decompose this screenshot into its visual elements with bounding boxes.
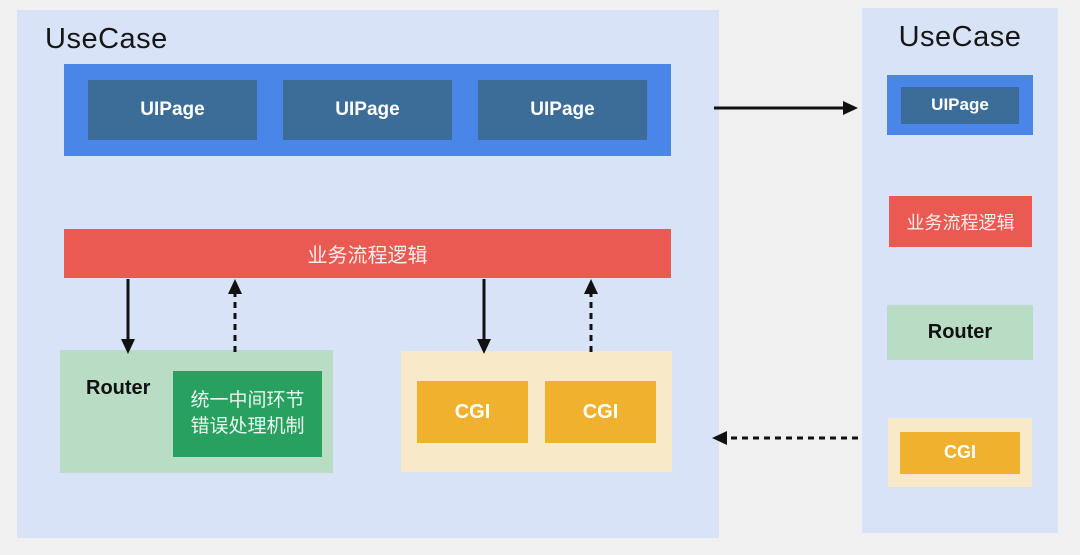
router-box: Router xyxy=(887,305,1033,360)
cgi-box: CGI xyxy=(545,381,656,443)
business-logic-box: 业务流程逻辑 xyxy=(889,196,1032,247)
error-handler-line: 错误处理机制 xyxy=(190,416,305,437)
router-label: Router xyxy=(86,377,151,399)
cgi-container: CGI CGI xyxy=(401,351,672,472)
business-logic-bar: 业务流程逻辑 xyxy=(64,229,671,278)
error-handler-box: 统一中间环节 错误处理机制 xyxy=(173,371,322,457)
cgi-box: CGI xyxy=(900,431,1020,474)
arrow-left-to-right xyxy=(714,101,858,115)
uipage-box: UIPage xyxy=(478,80,647,140)
cgi-box: CGI xyxy=(417,381,528,443)
error-handler-line: 统一中间环节 xyxy=(190,390,305,411)
usecase-panel-collapsed: UseCase UIPage 业务流程逻辑 Router CGI xyxy=(862,8,1058,533)
arrow-right-to-left-dashed xyxy=(712,431,858,445)
uipage-box: UIPage xyxy=(901,86,1019,124)
uipage-box: UIPage xyxy=(88,80,257,140)
usecase-panel-expanded: UseCase UIPage UIPage UIPage 业务流程逻辑 Rout… xyxy=(17,10,719,538)
router-box: Router 统一中间环节 错误处理机制 xyxy=(60,350,333,473)
cgi-container: CGI xyxy=(888,418,1032,487)
panel-title: UseCase xyxy=(898,21,1022,53)
uipage-box: UIPage xyxy=(283,80,452,140)
uipage-container-box: UIPage xyxy=(887,75,1033,135)
panel-title: UseCase xyxy=(45,23,168,55)
uipage-container-bar: UIPage UIPage UIPage xyxy=(64,64,671,156)
